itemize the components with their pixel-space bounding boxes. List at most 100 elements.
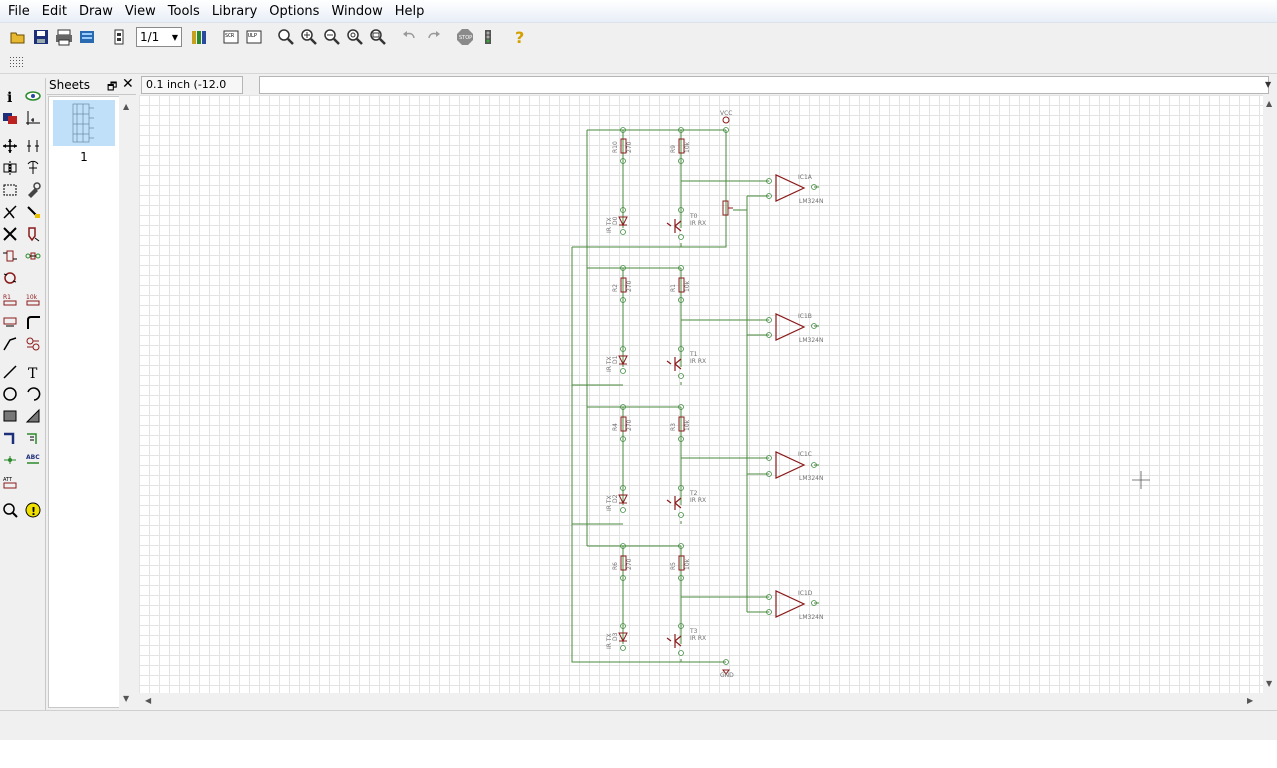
- copy-icon[interactable]: [23, 136, 43, 156]
- zoom-out-icon[interactable]: [322, 27, 342, 47]
- scroll-up-icon[interactable]: ▲: [123, 102, 130, 111]
- scroll-right-icon[interactable]: ▶: [1247, 696, 1254, 705]
- board-switch-icon[interactable]: [109, 27, 129, 47]
- undo-icon[interactable]: [400, 27, 420, 47]
- menu-window[interactable]: Window: [331, 3, 383, 19]
- svg-text:?: ?: [515, 28, 524, 46]
- stop-icon[interactable]: STOP: [455, 27, 475, 47]
- bus-icon[interactable]: [0, 428, 20, 448]
- sheet-thumbnail[interactable]: [53, 100, 115, 146]
- scroll-up-icon[interactable]: ▲: [1266, 99, 1273, 108]
- paste-icon[interactable]: [23, 202, 43, 222]
- attribute-icon[interactable]: ATT: [0, 472, 20, 492]
- menu-options[interactable]: Options: [269, 3, 320, 19]
- zoom-in-icon[interactable]: [299, 27, 319, 47]
- sheet-select[interactable]: 1/1 ▼: [136, 27, 182, 47]
- svg-text:R1: R1: [3, 294, 11, 301]
- name-icon[interactable]: R1: [0, 290, 20, 310]
- horizontal-scrollbar[interactable]: ◀ ▶: [139, 693, 1263, 709]
- group-icon[interactable]: [0, 180, 20, 200]
- help-icon[interactable]: ?: [510, 27, 530, 47]
- led-name-0: D0: [612, 216, 619, 225]
- scroll-down-icon[interactable]: ▼: [123, 694, 130, 703]
- gateswap-icon[interactable]: [0, 268, 20, 288]
- info-icon[interactable]: i: [0, 86, 20, 106]
- r-tr-name-3: R5: [670, 562, 677, 570]
- svg-text:ABC: ABC: [26, 454, 40, 461]
- erc-icon[interactable]: [0, 500, 20, 520]
- mark-icon[interactable]: [23, 108, 43, 128]
- redo-icon[interactable]: [423, 27, 443, 47]
- zoom-select-icon[interactable]: [368, 27, 388, 47]
- go-icon[interactable]: [478, 27, 498, 47]
- scroll-down-icon[interactable]: ▼: [1266, 679, 1273, 688]
- menu-library[interactable]: Library: [211, 3, 258, 19]
- r-led-value-1: 270: [626, 280, 633, 292]
- wire-icon[interactable]: [0, 362, 20, 382]
- menu-tools[interactable]: Tools: [167, 3, 200, 19]
- value-icon[interactable]: 10k: [23, 290, 43, 310]
- open-icon[interactable]: [8, 27, 28, 47]
- gnd-label: GND: [720, 672, 734, 679]
- add-icon[interactable]: [23, 224, 43, 244]
- show-icon[interactable]: [23, 86, 43, 106]
- sheets-scrollbar[interactable]: ▲ ▼: [119, 96, 135, 708]
- menu-view[interactable]: View: [124, 3, 156, 19]
- script-icon[interactable]: SCR: [221, 27, 241, 47]
- grid-icon[interactable]: [8, 55, 24, 71]
- led-value-0: IR TX: [606, 217, 613, 233]
- menu-edit[interactable]: Edit: [41, 3, 67, 19]
- menu-help[interactable]: Help: [394, 3, 425, 19]
- move-icon[interactable]: [0, 136, 20, 156]
- circle-icon[interactable]: [0, 384, 20, 404]
- display-icon[interactable]: [0, 108, 20, 128]
- mirror-icon[interactable]: [0, 158, 20, 178]
- command-bar: 0.1 inch (-12.0 3.7) ▼: [139, 76, 1277, 107]
- save-icon[interactable]: [31, 27, 51, 47]
- row-2: R4 270 R3 10k IR TX D2 T2 IR RX IC1C LM3…: [606, 416, 823, 511]
- polygon-icon[interactable]: [23, 406, 43, 426]
- schematic-drawing: VCC GND R10 270 R9 10k IR TX D0: [571, 110, 1150, 679]
- led-name-2: D2: [612, 494, 619, 503]
- invoke-icon[interactable]: [23, 334, 43, 354]
- tr-name-2: T2: [689, 490, 698, 497]
- zoom-fit-icon[interactable]: [276, 27, 296, 47]
- miter-icon[interactable]: [23, 312, 43, 332]
- scroll-left-icon[interactable]: ◀: [145, 696, 152, 705]
- pinswap-icon[interactable]: [0, 246, 20, 266]
- row-3: R6 270 R5 10k IR TX D3 T3 IR RX IC1D LM3…: [606, 555, 823, 649]
- smash-icon[interactable]: [0, 312, 20, 332]
- close-icon[interactable]: ✕: [122, 76, 134, 92]
- change-icon[interactable]: [23, 180, 43, 200]
- text-icon[interactable]: T: [23, 362, 43, 382]
- r-led-value-0: 270: [626, 141, 633, 153]
- rotate-icon[interactable]: [23, 158, 43, 178]
- junction-icon[interactable]: [0, 450, 20, 470]
- split-icon[interactable]: [0, 334, 20, 354]
- command-input[interactable]: [259, 76, 1269, 94]
- zoom-redraw-icon[interactable]: [345, 27, 365, 47]
- menu-file[interactable]: File: [8, 3, 30, 19]
- led-name-1: D1: [612, 355, 619, 364]
- label-icon[interactable]: ABC: [23, 450, 43, 470]
- ulp-icon[interactable]: ULP: [244, 27, 264, 47]
- cut-icon[interactable]: [0, 202, 20, 222]
- gnd-symbol: GND: [720, 669, 734, 679]
- rect-icon[interactable]: [0, 406, 20, 426]
- delete-icon[interactable]: [0, 224, 20, 244]
- net-icon[interactable]: [23, 428, 43, 448]
- vertical-scrollbar[interactable]: ▲ ▼: [1263, 95, 1277, 693]
- tr-name-3: T3: [689, 628, 698, 635]
- chevron-down-icon[interactable]: ▼: [1265, 80, 1272, 89]
- svg-text:T: T: [28, 366, 38, 380]
- schematic-canvas[interactable]: VCC GND R10 270 R9 10k IR TX D0: [139, 95, 1263, 693]
- replace-icon[interactable]: [23, 246, 43, 266]
- ic-name-2: IC1C: [798, 451, 812, 458]
- print-icon[interactable]: [54, 27, 74, 47]
- library-icon[interactable]: [189, 27, 209, 47]
- cam-icon[interactable]: [77, 27, 97, 47]
- errors-icon[interactable]: !: [23, 500, 43, 520]
- arc-icon[interactable]: [23, 384, 43, 404]
- restore-icon[interactable]: 🗗: [107, 80, 118, 93]
- menu-draw[interactable]: Draw: [78, 3, 113, 19]
